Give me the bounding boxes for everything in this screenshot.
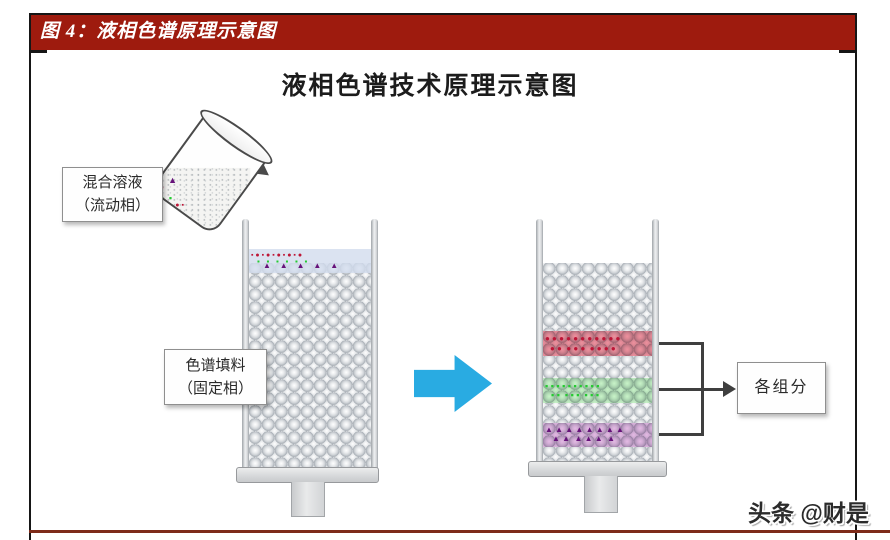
green-band-tint <box>543 378 652 403</box>
column2-purple-band: ▲ ▲ ▲ ▲ ▲ ▲ ▲ ▲ ▲ ▲ ▲ ▲ ▲ ▲ <box>543 423 652 447</box>
watermark-text: 头条 @财是 <box>748 500 869 526</box>
column1-base-flange <box>236 467 379 483</box>
connector-line-green-band <box>659 388 704 391</box>
column1-sample-layer: ▪ ● ▪ ● ▪ ● ▪ ● ▪ ● ▪ ▪ ▪ ▪ ▪ ▪ ▲ ▲ ▲ ▲ … <box>249 249 371 273</box>
figure-bottom-rule <box>29 530 890 533</box>
figure-caption-text: 图 4：液相色谱原理示意图 <box>40 21 277 42</box>
sample-red-particles: ▪ ● ▪ ● ▪ ● ▪ ● ▪ ● <box>251 252 303 259</box>
packing-label-line1: 色谱填料 <box>185 358 246 374</box>
column2-right-wall <box>652 219 659 462</box>
column2-interior: ● ● ● ● ● ● ● ● ● ● ● ● ● ● ● ● ● ● ● ● … <box>543 219 652 462</box>
diagram-title: 液相色谱技术原理示意图 <box>281 73 579 100</box>
column2-outlet-stem <box>584 476 618 513</box>
packing-label-box: 色谱填料 （固定相） <box>164 349 267 405</box>
connector-arrow-head-icon <box>723 381 736 397</box>
column1-outlet-stem <box>291 482 325 517</box>
beaker-solution: ▲ ▲ ▲ ▪ ● ▪ ● ▪ ▪ ▪ ▪ ▪ ▪ ● ▪ ● ▪ <box>149 167 251 236</box>
column1-interior: ▪ ● ▪ ● ▪ ● ▪ ● ▪ ● ▪ ▪ ▪ ▪ ▪ ▪ ▲ ▲ ▲ ▲ … <box>249 219 371 468</box>
purple-band-tint <box>543 423 652 447</box>
column2-red-band: ● ● ● ● ● ● ● ● ● ● ● ● ● ● ● ● ● ● ● ● <box>543 331 652 356</box>
mixture-label-box: 混合溶液 （流动相） <box>62 167 163 222</box>
header-underline-right <box>839 50 857 53</box>
column1-packing-beads <box>249 263 371 468</box>
packing-label-line2: （固定相） <box>177 381 253 397</box>
figure-frame-left-border <box>29 13 31 540</box>
column1-left-wall <box>242 219 249 468</box>
connector-line-red-band <box>659 342 704 345</box>
figure-caption-bar: 图 4：液相色谱原理示意图 <box>29 13 857 50</box>
sample-purple-particles: ▲ ▲ ▲ ▲ ▲ <box>263 261 339 270</box>
mixture-label-line1: 混合溶液 <box>82 175 143 191</box>
header-underline-left <box>29 50 47 53</box>
sample-green-particles: ▪ ▪ ▪ ▪ ▪ ▪ <box>257 257 308 266</box>
connector-line-purple-band <box>659 433 704 436</box>
beaker-graphic: ▲ ▲ ▲ ▪ ● ▪ ● ▪ ▪ ▪ ▪ ▪ ▪ ● ▪ ● ▪ <box>149 102 278 236</box>
red-band-tint <box>543 331 652 356</box>
figure-frame-right-border <box>855 13 857 540</box>
connector-arrow-shaft <box>704 388 726 391</box>
column2-green-band: ▪ ▪ ▪ ▪ ▪ ▪ ▪ ▪ ▪ ▪ ▪ ▪ ▪ ▪ ▪ ▪ ▪ ▪ <box>543 378 652 403</box>
column2-base-flange <box>528 461 667 477</box>
right-arrow-icon <box>414 355 492 412</box>
column2-left-wall <box>536 219 543 462</box>
components-label-box: 各组分 <box>737 362 826 414</box>
mixture-label-line2: （流动相） <box>74 198 150 214</box>
column1-right-wall <box>371 219 378 468</box>
connector-bracket-vertical <box>701 342 704 436</box>
components-label: 各组分 <box>754 379 809 396</box>
beaker-body: ▲ ▲ ▲ ▪ ● ▪ ● ▪ ▪ ▪ ▪ ▪ ▪ ● ▪ ● ▪ <box>149 113 269 236</box>
